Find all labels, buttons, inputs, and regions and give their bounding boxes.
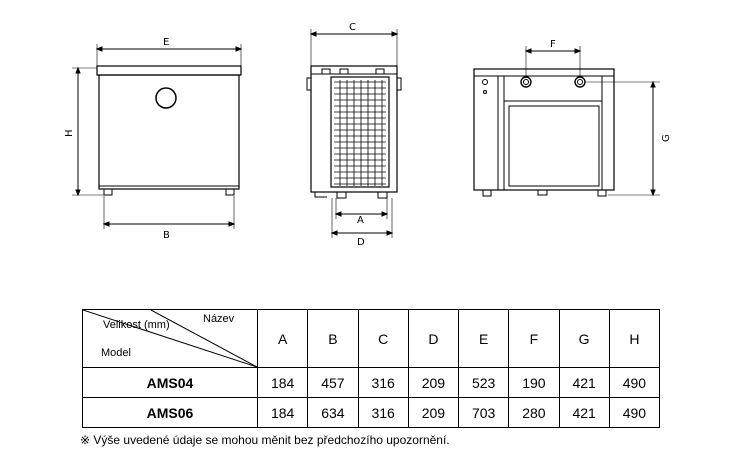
table-cell: 490 xyxy=(608,397,661,428)
dim-label-d: D xyxy=(357,237,365,248)
table-corner-cell: Velikost (mm) Název Model xyxy=(82,309,258,368)
model-name: AMS04 xyxy=(82,367,258,398)
footnote: ※ Výše uvedené údaje se mohou měnit bez … xyxy=(80,433,450,447)
dim-label-f: F xyxy=(550,39,556,50)
corner-diagonal-lines xyxy=(83,310,257,367)
table-cell: 209 xyxy=(407,397,460,428)
table-cell: 634 xyxy=(307,397,359,428)
table-cell: 209 xyxy=(407,367,460,398)
table-cell: 490 xyxy=(608,367,661,398)
table-cell: 184 xyxy=(256,367,309,398)
dim-label-h: H xyxy=(64,129,75,137)
table-cell: 316 xyxy=(357,397,409,428)
table-row: AMS04 184 457 316 209 523 190 421 490 xyxy=(82,367,661,398)
table-row: AMS06 184 634 316 209 703 280 421 490 xyxy=(82,397,661,428)
column-header-a: A xyxy=(256,309,309,368)
table-cell: 421 xyxy=(558,397,610,428)
corner-label-model: Model xyxy=(101,347,131,359)
dimensions-table: Velikost (mm) Název Model A B C D E F G … xyxy=(82,309,661,428)
column-header-b: B xyxy=(307,309,359,368)
dim-label-a: A xyxy=(357,215,364,226)
column-header-c: C xyxy=(357,309,409,368)
table-cell: 280 xyxy=(508,397,560,428)
column-header-g: G xyxy=(558,309,610,368)
table-cell: 523 xyxy=(457,367,510,398)
corner-label-nazev: Název xyxy=(203,313,235,325)
dim-label-e: E xyxy=(163,37,169,48)
table-cell: 316 xyxy=(357,367,409,398)
table-cell: 457 xyxy=(307,367,359,398)
table-header-row: Velikost (mm) Název Model A B C D E F G … xyxy=(82,309,661,368)
corner-label-velikost: Velikost (mm) xyxy=(103,319,170,331)
table-cell: 421 xyxy=(558,367,610,398)
column-header-d: D xyxy=(407,309,460,368)
technical-drawings: E H B xyxy=(64,22,672,248)
column-header-e: E xyxy=(457,309,510,368)
table-cell: 703 xyxy=(457,397,510,428)
rear-view: F G xyxy=(473,39,672,197)
column-header-h: H xyxy=(608,309,661,368)
table-cell: 184 xyxy=(256,397,309,428)
front-view: E H B xyxy=(64,37,243,241)
side-view: C A D xyxy=(306,22,402,248)
dim-label-c: C xyxy=(349,22,356,33)
table-cell: 190 xyxy=(508,367,560,398)
model-name: AMS06 xyxy=(82,397,258,428)
dim-label-b: B xyxy=(163,230,170,241)
dim-label-g: G xyxy=(661,134,672,142)
column-header-f: F xyxy=(508,309,560,368)
